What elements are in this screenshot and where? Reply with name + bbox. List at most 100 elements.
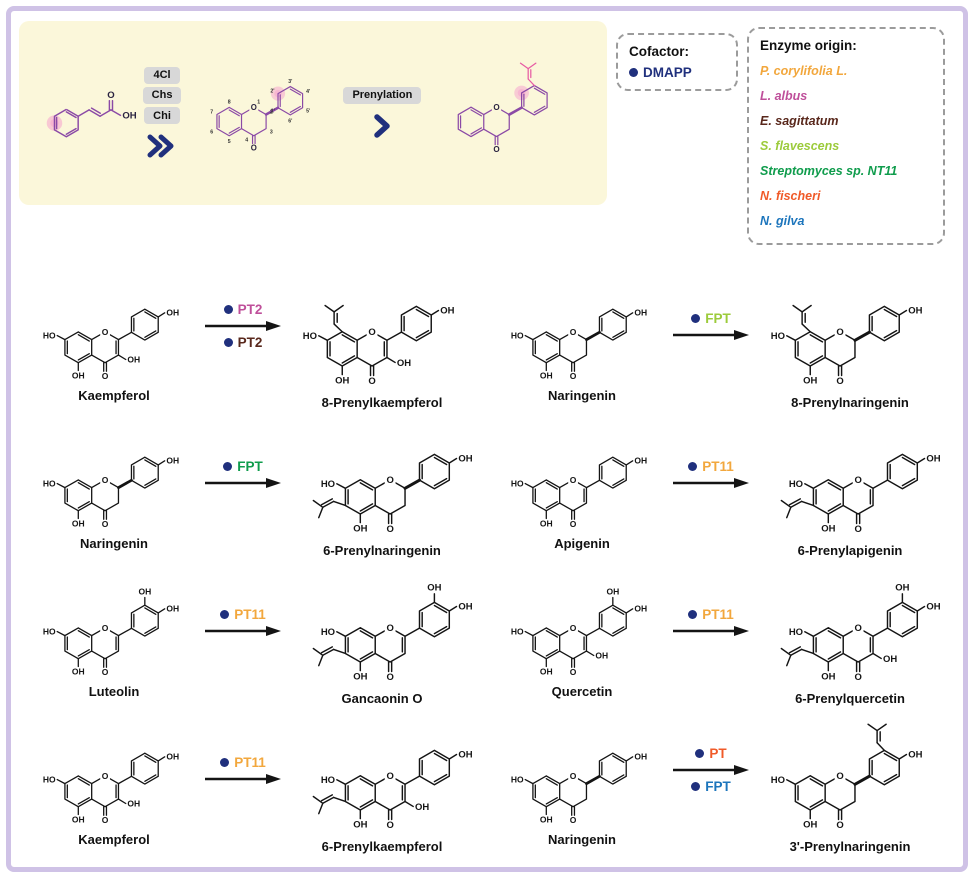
enzyme-label: FPT: [691, 311, 731, 326]
svg-text:O: O: [102, 519, 109, 529]
svg-text:8: 8: [228, 100, 231, 106]
svg-text:O: O: [854, 524, 861, 535]
svg-text:7: 7: [211, 110, 214, 116]
cofactor-dot-icon: [223, 462, 233, 471]
arrow-icon: [673, 626, 749, 636]
cofactor-title: Cofactor:: [629, 44, 689, 59]
svg-text:O: O: [570, 667, 577, 677]
svg-text:OH: OH: [803, 375, 817, 386]
cofactor-label: DMAPP: [643, 65, 692, 80]
svg-text:O: O: [570, 771, 577, 781]
svg-text:OH: OH: [540, 371, 553, 381]
substrate-name: Naringenin: [548, 388, 616, 403]
enzyme-label: PT2: [223, 302, 263, 317]
enzyme-label: PT11: [688, 459, 734, 474]
product-name: Gancaonin O: [341, 690, 423, 706]
origin-item: Streptomyces sp. NT11: [760, 164, 898, 178]
svg-text:HO: HO: [771, 774, 785, 785]
cofactor-dot-icon: [688, 610, 698, 619]
svg-text:HO: HO: [43, 478, 56, 488]
svg-text:OH: OH: [166, 308, 179, 318]
origin-item: E. sagittatum: [760, 114, 839, 128]
svg-text:HO: HO: [789, 478, 803, 489]
svg-text:OH: OH: [634, 604, 647, 614]
chevron-icon: [374, 114, 391, 138]
reaction-arrow-group: PT11: [202, 607, 284, 637]
svg-text:5: 5: [228, 139, 231, 145]
enzyme-label: FPT: [691, 779, 731, 794]
svg-text:O: O: [251, 144, 257, 153]
svg-text:O: O: [386, 672, 393, 683]
svg-text:OH: OH: [895, 582, 909, 593]
svg-text:OH: OH: [926, 453, 940, 464]
enzyme-name: PT2: [237, 335, 263, 350]
svg-text:O: O: [494, 103, 500, 112]
cofactor-item: DMAPP: [629, 65, 725, 80]
svg-text:O: O: [368, 376, 375, 387]
svg-text:OH: OH: [821, 523, 835, 534]
enzyme-name: PT: [709, 746, 727, 761]
svg-text:OH: OH: [926, 601, 940, 612]
svg-text:O: O: [102, 327, 109, 337]
svg-text:O: O: [386, 771, 393, 782]
arrow-icon: [673, 765, 749, 775]
arrow-icon: [205, 321, 281, 331]
svg-text:O: O: [102, 371, 109, 381]
svg-text:HO: HO: [511, 478, 524, 488]
svg-text:2': 2': [271, 89, 275, 95]
arrow-icon: [205, 774, 281, 784]
arrow-icon: [205, 626, 281, 636]
arrow-icon: [205, 478, 281, 488]
svg-text:HO: HO: [511, 774, 524, 784]
cinnamic-acid-structure: OOH: [46, 90, 136, 137]
enzyme-name: FPT: [237, 459, 263, 474]
double-chevron-icon: [147, 134, 174, 158]
svg-text:1': 1': [271, 108, 275, 114]
substrate-name: Naringenin: [80, 536, 148, 551]
reaction-arrow-group: PT FPT: [670, 746, 752, 794]
enzyme-name: PT2: [237, 302, 263, 317]
svg-text:2: 2: [270, 110, 273, 116]
svg-text:OH: OH: [458, 749, 472, 760]
svg-text:OH: OH: [353, 671, 367, 682]
svg-text:HO: HO: [303, 330, 317, 341]
product-name: 6-Prenylquercetin: [795, 690, 905, 706]
svg-text:OH: OH: [427, 582, 441, 593]
enzyme-label: PT11: [220, 607, 266, 622]
svg-text:3: 3: [270, 129, 273, 135]
product-name: 3'-Prenylnaringenin: [789, 838, 911, 854]
origin-item: P. corylifolia L.: [760, 64, 848, 78]
substrate-name: Kaempferol: [78, 832, 150, 847]
svg-text:O: O: [386, 820, 393, 831]
substrate-name: Apigenin: [554, 536, 610, 551]
svg-text:O: O: [386, 623, 393, 634]
svg-text:OH: OH: [166, 752, 179, 762]
arrow-icon: [673, 330, 749, 340]
prenylation-pill: Prenylation: [343, 86, 422, 105]
svg-text:OH: OH: [122, 110, 136, 121]
svg-text:O: O: [836, 820, 843, 831]
origin-item: N. gilva: [760, 214, 805, 228]
enzyme-name: PT11: [702, 459, 734, 474]
